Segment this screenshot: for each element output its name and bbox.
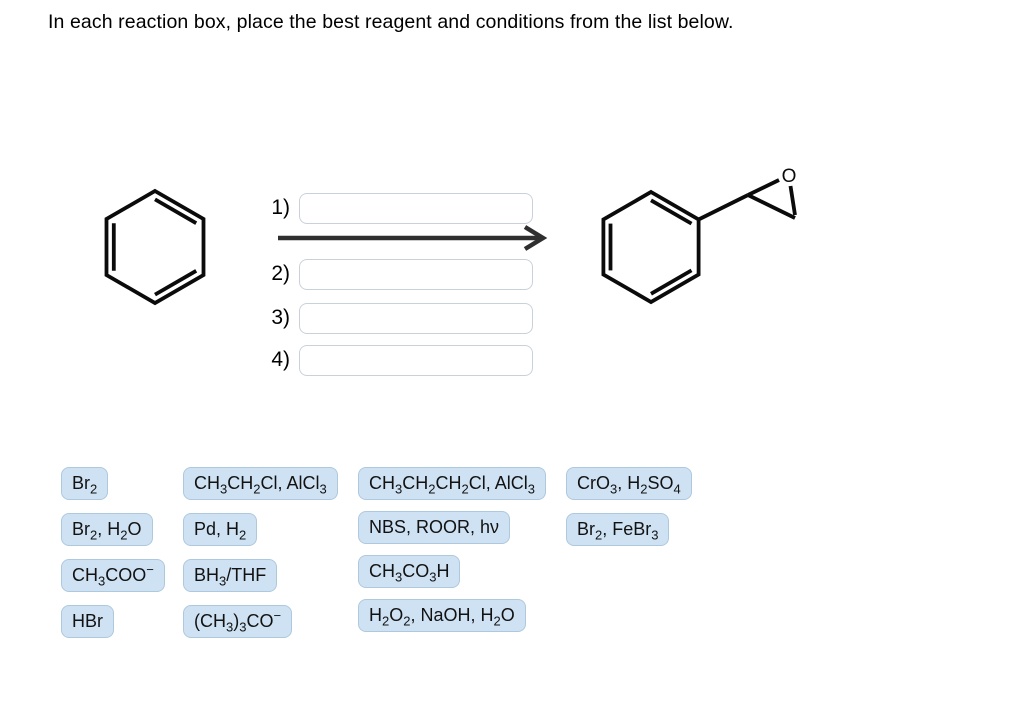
reactant-benzene-structure — [104, 188, 206, 306]
epoxide-oxygen-label: O — [782, 166, 797, 187]
reagent-chip[interactable]: Br2, FeBr3 — [566, 513, 670, 546]
reagent-chip[interactable]: BH3/THF — [183, 559, 278, 592]
reagent-column-2: CH3CH2Cl, AlCl3 Pd, H2 BH3/THF (CH3)3CO− — [183, 467, 338, 638]
reagent-chip[interactable]: Br2 — [61, 467, 109, 500]
reagent-chip[interactable]: Pd, H2 — [183, 513, 258, 546]
product-styrene-oxide-structure: O — [601, 166, 797, 305]
double-bond-line — [650, 268, 693, 296]
step-1-label: 1) — [271, 196, 290, 219]
reagent-chip[interactable]: NBS, ROOR, hν — [358, 511, 511, 544]
ring-to-epoxide-bond — [697, 193, 749, 222]
reagent-chip[interactable]: H2O2, NaOH, H2O — [358, 599, 526, 632]
step-2-input[interactable] — [299, 258, 533, 290]
reagent-column-3: CH3CH2CH2Cl, AlCl3 NBS, ROOR, hν CH3CO3H… — [358, 467, 546, 632]
reagent-column-1: Br2 Br2, H2O CH3COO− HBr — [61, 467, 165, 638]
step-2-label: 2) — [271, 262, 290, 285]
reagent-chip[interactable]: CH3CH2CH2Cl, AlCl3 — [358, 467, 546, 500]
epoxide-cc-bond — [747, 193, 796, 220]
reaction-step-row-2: 2) — [258, 258, 533, 290]
reagent-chip[interactable]: CrO3, H2SO4 — [566, 467, 692, 500]
reagent-chip[interactable]: (CH3)3CO− — [183, 605, 293, 638]
step-4-label: 4) — [271, 348, 290, 371]
reaction-step-row-3: 3) — [258, 302, 533, 334]
reagent-chip[interactable]: CH3COO− — [61, 559, 165, 592]
reagent-column-4: CrO3, H2SO4 Br2, FeBr3 — [566, 467, 692, 546]
problem-title: In each reaction box, place the best rea… — [48, 11, 734, 33]
reagent-chip[interactable]: CH3CO3H — [358, 555, 461, 588]
step-1-input[interactable] — [299, 192, 533, 224]
benzene-ring — [104, 188, 206, 306]
reagent-chip[interactable]: HBr — [61, 605, 114, 638]
benzene-ring — [601, 189, 701, 305]
reaction-arrow — [278, 225, 548, 251]
reaction-step-row-4: 4) — [258, 344, 533, 376]
epoxide-oc-bond — [788, 185, 797, 216]
double-bond-line — [154, 269, 198, 297]
double-bond-line — [154, 197, 198, 225]
epoxide-co-bond — [747, 178, 780, 197]
reagent-chip[interactable]: Br2, H2O — [61, 513, 153, 546]
reaction-step-row-1: 1) — [258, 192, 533, 224]
step-3-input[interactable] — [299, 302, 533, 334]
double-bond-line — [650, 198, 693, 226]
step-3-label: 3) — [271, 306, 290, 329]
reagent-chip[interactable]: CH3CH2Cl, AlCl3 — [183, 467, 338, 500]
step-4-input[interactable] — [299, 344, 533, 376]
